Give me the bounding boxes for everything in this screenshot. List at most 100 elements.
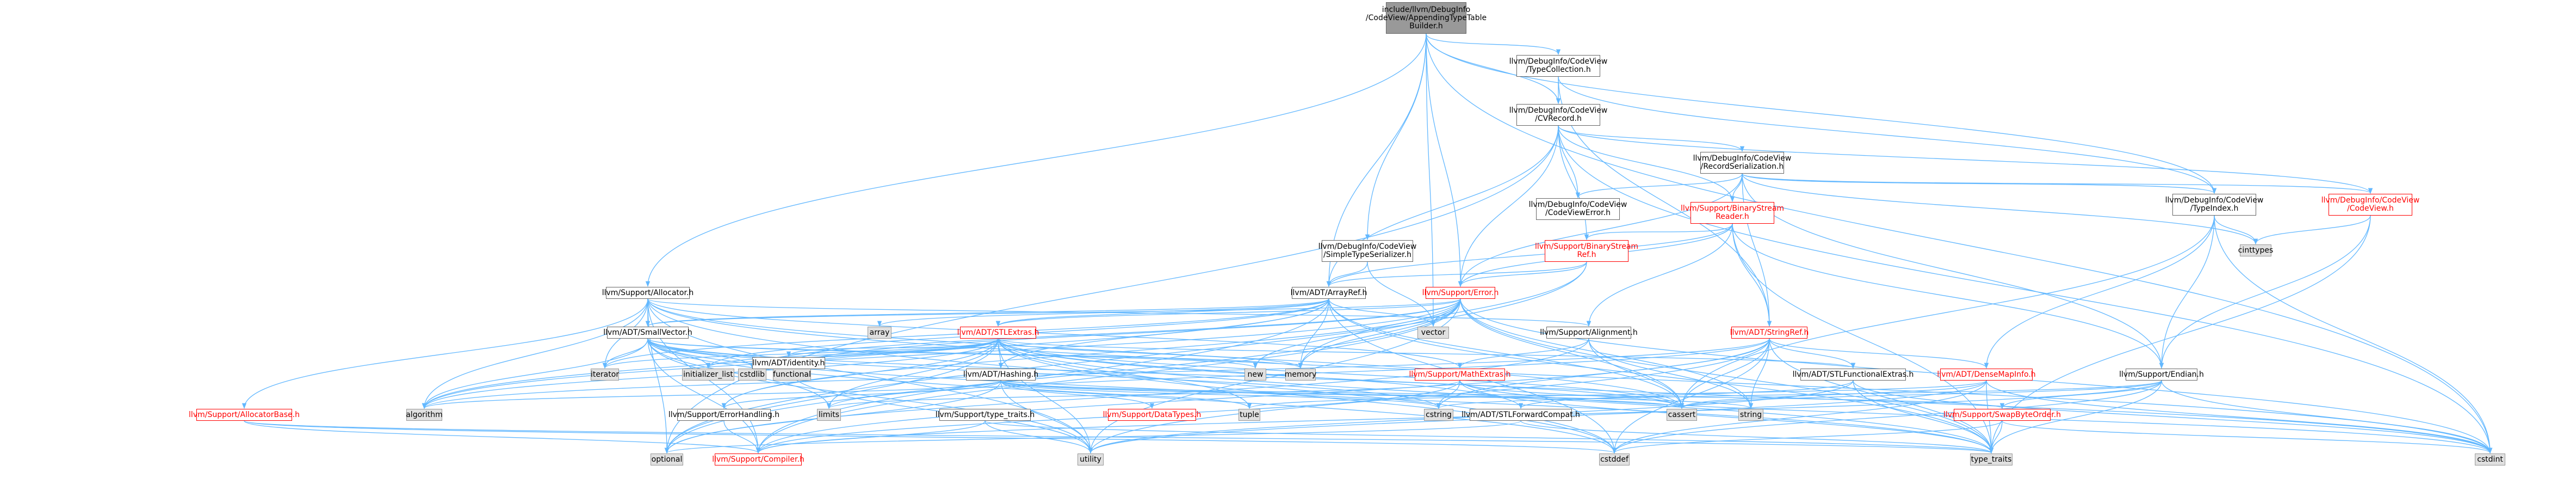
dependency-edge [1558,125,1745,152]
dependency-edge [1000,380,1441,409]
node-swap-byte-order[interactable]: llvm/Support/SwapByteOrder.h [1943,409,2061,421]
node-initializer-list: initializer_list [682,369,734,381]
node-record-serialization[interactable]: llvm/DebugInfo/CodeView /RecordSerializa… [1693,152,1791,174]
dependency-edge [1558,125,2373,194]
dependency-edge [1431,298,1461,327]
dependency-edge [1458,261,1587,287]
node-identity[interactable]: llvm/ADT/identity.h [752,357,825,369]
dependency-edge [756,420,986,454]
node-error[interactable]: llvm/Support/Error.h [1422,287,1498,299]
dependency-edge [1436,380,2162,409]
node-cinttypes: cinttypes [2238,244,2273,256]
node-allocator-base[interactable]: llvm/Support/AllocatorBase.h [189,409,300,421]
dependency-edge [1612,420,2003,454]
node-cv-record[interactable]: llvm/DebugInfo/CodeView /CVRecord.h [1509,104,1607,126]
dependency-edge [1769,338,1989,369]
node-stl-functional-extras[interactable]: llvm/ADT/STLFunctionalExtras.h [1793,369,1914,381]
dependency-edge [756,298,1329,454]
dependency-edge [1612,338,1770,454]
dependency-edge [1298,298,1461,369]
dependency-edge [647,338,1993,454]
dependency-edge [2253,215,2371,245]
dependency-edge [1326,223,1733,287]
dependency-edge [998,338,1684,409]
dependency-edge [984,420,1993,454]
dependency-edge [1680,380,1987,409]
dependency-edge [647,338,761,454]
dependency-edge [1732,223,1772,327]
dependency-edge [1853,380,2492,454]
dependency-edge [1742,173,2216,194]
node-endian[interactable]: llvm/Support/Endian.h [2119,369,2204,381]
node-array: array [868,327,891,339]
dependency-edge [646,298,1329,327]
node-root-file[interactable]: include/llvm/DebugInfo /CodeView/Appendi… [1366,2,1487,34]
dependency-edge [1426,33,1463,287]
dependency-edge [1459,380,1994,454]
node-allocator[interactable]: llvm/Support/Allocator.h [602,287,693,299]
node-type-traits-header[interactable]: llvm/Support/type_traits.h [936,409,1035,421]
dependency-edge [1984,215,2215,369]
node-string-ref[interactable]: llvm/ADT/StringRef.h [1730,327,1809,339]
dependency-edge [664,298,1461,454]
node-type-index[interactable]: llvm/DebugInfo/CodeView /TypeIndex.h [2165,194,2263,216]
dependency-edge [998,338,1855,369]
dependency-edge [1000,380,1155,409]
node-simple-type-serializer[interactable]: llvm/DebugInfo/CodeView /SimpleTypeSeria… [1318,240,1416,262]
node-stl-forward-compat[interactable]: llvm/ADT/STLForwardCompat.h [1462,409,1580,421]
node-codeview-error[interactable]: llvm/DebugInfo/CodeView /CodeViewError.h [1529,198,1627,220]
dependency-edge [422,298,1461,409]
node-binary-stream-reader[interactable]: llvm/Support/BinaryStream Reader.h [1681,202,1784,224]
dependency-edge [877,298,1329,327]
dependency-edge [1458,173,1743,287]
dependency-edge [1989,380,2162,454]
node-cstddef: cstddef [1599,454,1630,465]
node-error-handling[interactable]: llvm/Support/ErrorHandling.h [668,409,779,421]
dependency-edge [1584,223,1733,241]
dependency-edge [722,380,1001,409]
node-alignment[interactable]: llvm/Support/Alignment.h [1540,327,1638,339]
dependency-edge [1732,223,2164,369]
node-compiler[interactable]: llvm/Support/Compiler.h [712,454,804,465]
node-data-types[interactable]: llvm/Support/DataTypes.h [1103,409,1201,421]
dependency-edge [422,338,648,409]
node-codeview[interactable]: llvm/DebugInfo/CodeView /CodeView.h [2321,194,2419,216]
node-hashing[interactable]: llvm/ADT/Hashing.h [963,369,1038,381]
dependency-edge [1588,338,1754,409]
dependency-edge [645,33,1427,287]
dependency-edge [1575,173,1743,199]
dependency-edge [1558,125,2493,454]
dependency-edge [1769,338,1856,369]
node-limits: limits [817,409,841,421]
dependency-edge [646,298,1461,327]
dependency-edge [750,298,1461,369]
dependency-edge [1679,215,2215,409]
dependency-edge [1989,420,2003,454]
dependency-edge [1426,33,2493,454]
dependency-edge [1986,380,2493,454]
dependency-edge [647,338,1093,454]
dependency-edge [998,338,1993,454]
dependency-edge [1558,125,1735,203]
node-stl-extras[interactable]: llvm/ADT/STLExtras.h [957,327,1039,339]
node-binary-stream-ref[interactable]: llvm/Support/BinaryStream Ref.h [1535,240,1638,262]
dependency-edge [647,298,1617,454]
node-dense-map-info[interactable]: llvm/ADT/DenseMapInfo.h [1937,369,2036,381]
dependency-edge [1558,125,1589,241]
dependency-edge [647,338,1258,369]
dependency-edge [1426,33,1561,56]
dependency-edge [1000,380,1252,409]
dependency-edge [1426,33,2217,194]
node-math-extras[interactable]: llvm/Support/MathExtras.h [1409,369,1511,381]
dependency-edge [1519,380,1854,409]
node-array-ref[interactable]: llvm/ADT/ArrayRef.h [1291,287,1367,299]
dependency-edge [647,298,1462,369]
dependency-edge [827,380,1460,409]
dependency-edge [1000,380,1093,454]
node-utility: utility [1078,454,1104,465]
dependency-edge [996,298,1461,327]
node-type-collection[interactable]: llvm/DebugInfo/CodeView /TypeCollection.… [1509,55,1607,77]
node-small-vector[interactable]: llvm/ADT/SmallVector.h [603,327,692,339]
dependency-edge [603,338,999,369]
